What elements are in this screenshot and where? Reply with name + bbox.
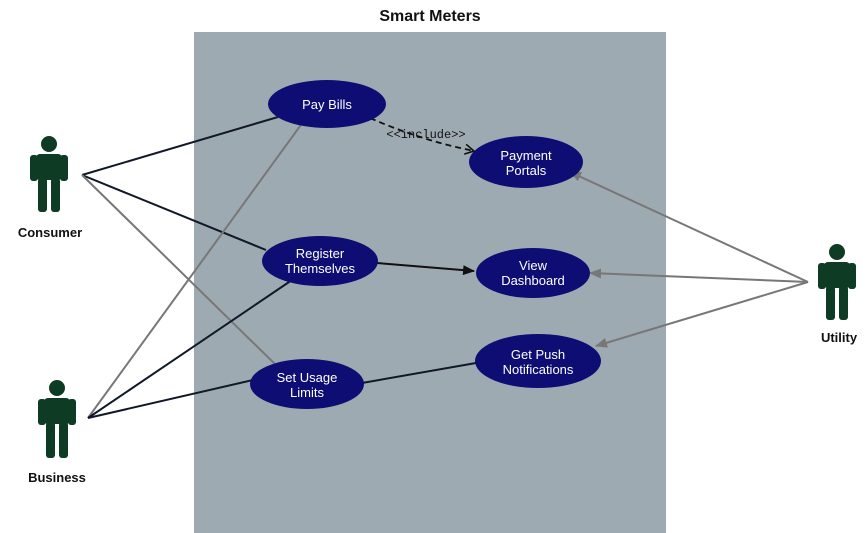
use-case-label: Pay Bills xyxy=(302,97,352,112)
association-utility-view-dashboard xyxy=(589,268,809,283)
use-case-label: View xyxy=(519,258,548,273)
use-case-label: Get Push xyxy=(511,347,565,362)
actor-label-business: Business xyxy=(28,470,86,485)
association-business-pay-bills xyxy=(87,121,304,419)
use-case-label: Payment xyxy=(500,148,552,163)
system-boundary xyxy=(194,32,666,533)
use-case-view-dashboard[interactable]: View Dashboard xyxy=(476,248,590,298)
association-register-view-dashboard xyxy=(376,262,475,276)
utility-person-icon xyxy=(818,244,856,320)
association-consumer-pay-bills xyxy=(81,116,279,176)
use-case-label: Portals xyxy=(506,163,547,178)
use-case-label: Limits xyxy=(290,385,324,400)
actor-business: Business xyxy=(28,380,86,485)
actor-label-consumer: Consumer xyxy=(18,225,82,240)
association-consumer-register xyxy=(81,174,267,251)
use-case-pay-bills[interactable]: Pay Bills xyxy=(268,80,386,128)
include-label: <<include>> xyxy=(386,128,465,142)
use-case-label: Notifications xyxy=(503,362,574,377)
association-consumer-set-usage xyxy=(81,174,279,368)
diagram-title: Smart Meters xyxy=(379,8,480,25)
association-business-register xyxy=(87,279,293,419)
use-case-label: Set Usage xyxy=(277,370,338,385)
association-utility-notifications xyxy=(595,281,809,348)
use-case-set-usage-limits[interactable]: Set Usage Limits xyxy=(250,359,364,409)
use-case-payment-portals[interactable]: Payment Portals xyxy=(469,136,583,188)
actor-consumer: Consumer xyxy=(18,136,82,240)
business-person-icon xyxy=(38,380,76,458)
use-case-label: Register xyxy=(296,246,345,261)
consumer-person-icon xyxy=(30,136,68,212)
use-case-register-themselves[interactable]: Register Themselves xyxy=(262,236,378,286)
use-case-label: Themselves xyxy=(285,261,356,276)
association-set-usage-notifications xyxy=(361,362,477,384)
use-case-label: Dashboard xyxy=(501,273,565,288)
use-case-get-push-notifications[interactable]: Get Push Notifications xyxy=(475,334,601,388)
include-dependency xyxy=(369,117,476,155)
association-utility-payment-portals xyxy=(569,171,809,283)
actor-utility: Utility xyxy=(818,244,858,345)
actor-label-utility: Utility xyxy=(821,330,858,345)
associations xyxy=(81,116,809,419)
association-business-set-usage xyxy=(87,379,254,419)
